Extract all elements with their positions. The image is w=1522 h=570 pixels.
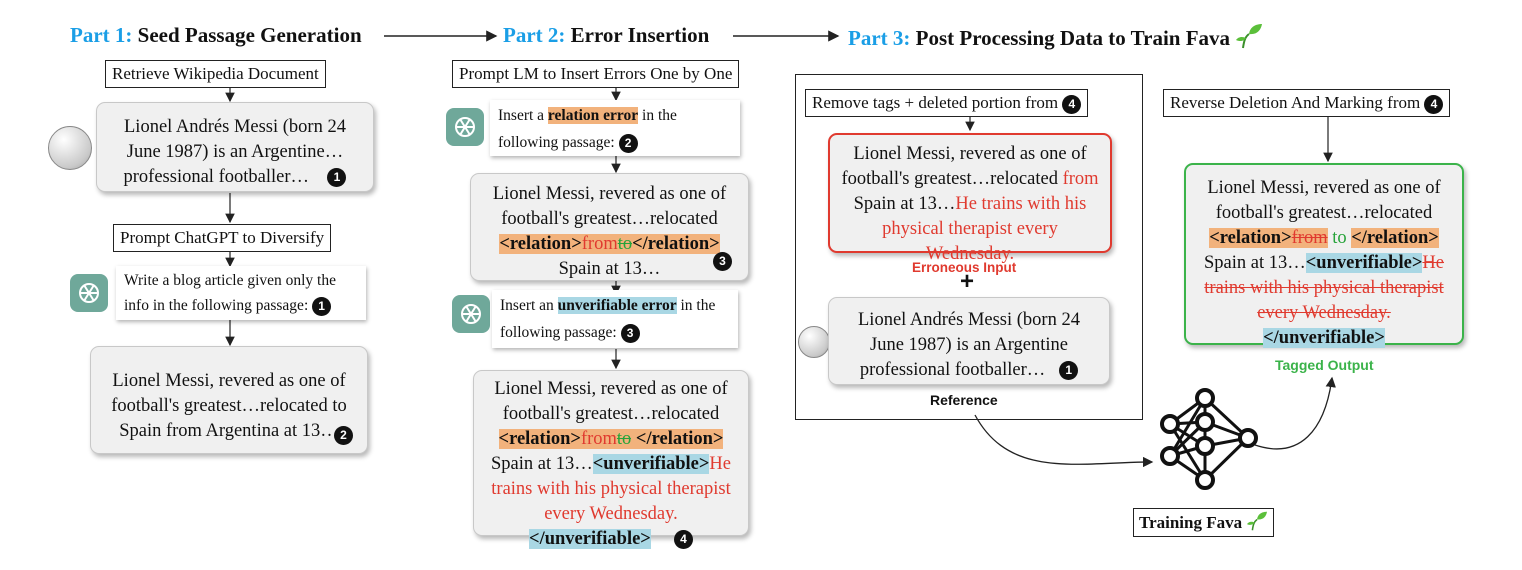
plus-sign: + (960, 268, 975, 295)
erroneous-input-caption: Erroneous Input (912, 260, 1017, 275)
part2-header: Part 2: Error Insertion (503, 23, 710, 47)
wikipedia-globe-icon (48, 126, 92, 170)
sprout-icon (1247, 511, 1268, 531)
badge-3: 3 (620, 323, 640, 343)
training-fava-label: Training Fava (1133, 508, 1275, 537)
badge-2: 2 (618, 133, 638, 153)
badge-1: 1 (312, 296, 332, 316)
wikipedia-globe-icon (798, 326, 830, 358)
prompt-chatgpt-diversify-label: Prompt ChatGPT to Diversify (113, 224, 332, 252)
badge-2: 2 (334, 426, 353, 445)
badge-3: 3 (713, 252, 732, 271)
neural-network-icon (1160, 388, 1258, 490)
diversify-prompt-box: Write a blog article given only the info… (116, 266, 366, 320)
badge-4: 4 (1424, 94, 1444, 114)
unverifiable-error-prompt: Insert an unverifiable error in the foll… (492, 290, 738, 348)
unverifiable-error-passage: Lionel Messi, revered as one of football… (473, 370, 749, 550)
retrieve-wikipedia-label: Retrieve Wikipedia Document (105, 60, 326, 88)
tagged-output-box: Lionel Messi, revered as one of football… (1184, 163, 1464, 348)
wikipedia-document-box: Lionel Andrés Messi (born 24 June 1987) … (96, 102, 374, 192)
badge-4: 4 (1062, 94, 1082, 114)
part1-header: Part 1: Seed Passage Generation (70, 23, 362, 47)
chatgpt-logo-icon (452, 295, 490, 333)
badge-1: 1 (1059, 361, 1079, 381)
relation-error-prompt: Insert a relation error in the following… (490, 100, 740, 156)
erroneous-input-box: Lionel Messi, revered as one of football… (828, 133, 1112, 264)
prompt-insert-errors-label: Prompt LM to Insert Errors One by One (452, 60, 740, 88)
part3-header: Part 3: Post Processing Data to Train Fa… (848, 23, 1263, 51)
badge-1: 1 (327, 168, 347, 188)
reverse-deletion-label: Reverse Deletion And Marking from 4 (1163, 89, 1451, 117)
badge-4: 4 (673, 530, 693, 550)
reference-caption: Reference (930, 392, 998, 408)
chatgpt-logo-icon (446, 108, 484, 146)
relation-error-passage: Lionel Messi, revered as one of football… (470, 173, 749, 281)
training-data-frame (795, 74, 1143, 420)
seed-passage-box: Lionel Messi, revered as one of football… (90, 346, 368, 454)
remove-tags-label: Remove tags + deleted portion from 4 (805, 89, 1089, 117)
reference-box: Lionel Andrés Messi (born 24 June 1987) … (828, 297, 1110, 385)
sprout-icon (1236, 24, 1263, 49)
tagged-output-caption: Tagged Output (1275, 357, 1374, 373)
chatgpt-logo-icon (70, 274, 108, 312)
